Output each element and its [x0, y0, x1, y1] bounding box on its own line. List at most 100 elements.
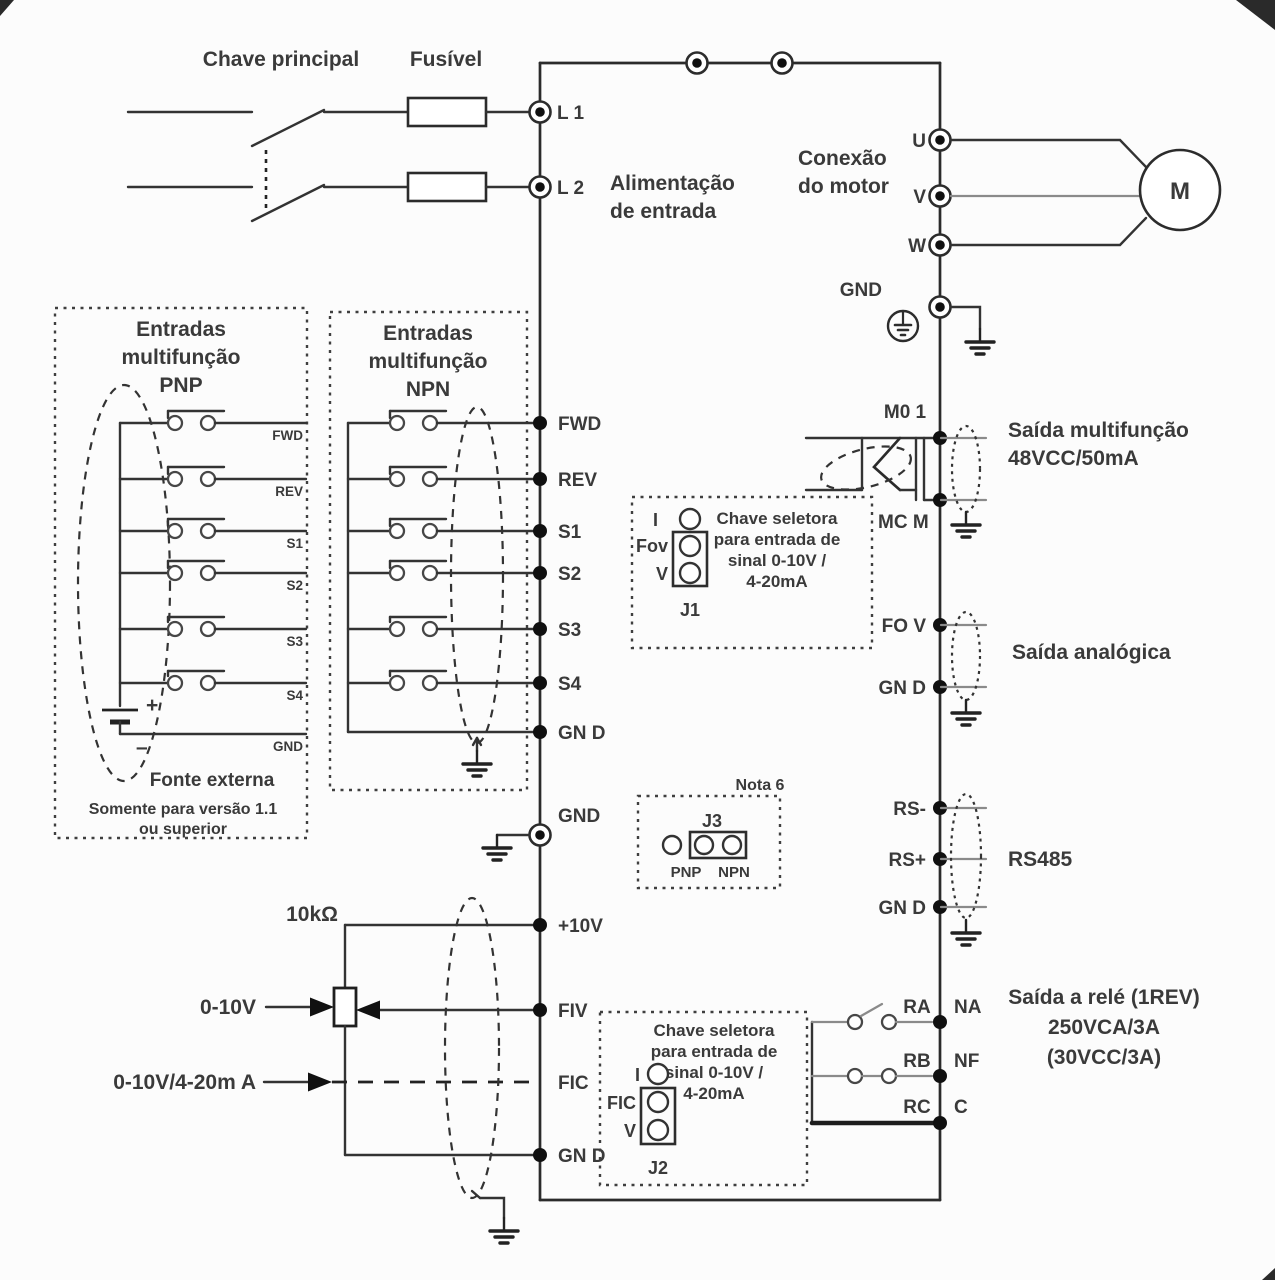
motor-icon: M	[1138, 148, 1222, 232]
j1-fov-label: Fov	[636, 536, 668, 556]
j3-selector-box: Nota 6 J3 PNP NPN	[636, 777, 785, 890]
terminal-u-label: U	[912, 131, 926, 152]
terminal-fic-label: FIC	[558, 1073, 589, 1094]
jumper-pin-icon	[721, 834, 743, 856]
voltage-range-label: 0-10V	[200, 996, 256, 1019]
terminal-fwd-label: FWD	[558, 414, 601, 435]
pnp-row-label: FWD	[272, 428, 303, 443]
relay-rc-label: RC	[903, 1097, 931, 1118]
j3-npn-label: NPN	[718, 864, 750, 881]
terminal-gnd-ring-icon	[528, 823, 552, 847]
jumper-cap-icon	[639, 1086, 677, 1146]
terminal-rs-plus-label: RS+	[889, 850, 927, 871]
terminal-s2-label: S2	[558, 564, 581, 585]
j3-note-label: Nota 6	[736, 777, 785, 794]
terminal-s3-label: S3	[558, 620, 581, 641]
digital-input-terminals: FWD REV S1 S2 S3 S4 GN D	[533, 414, 606, 744]
terminal-s4-label: S4	[558, 674, 582, 695]
j1-selector-box: I Fov V J1 Chave seletora para entrada d…	[630, 495, 874, 650]
pnp-title-line1: Entradas	[136, 318, 226, 341]
terminal-na-label: NA	[954, 997, 982, 1018]
pnp-row-label: REV	[275, 484, 303, 499]
terminal-v-icon	[928, 184, 952, 208]
bus-terminal-icon	[770, 51, 794, 75]
jumper-cap-icon	[688, 830, 748, 860]
pnp-note-line2: ou superior	[139, 821, 227, 838]
supply-label-line2: de entrada	[610, 200, 717, 223]
j1-desc-line2: para entrada de	[714, 530, 841, 549]
power-input-section: Chave principal Fusível L 1 L 2 Alimenta…	[126, 48, 735, 223]
pnp-inputs-box: Entradas multifunção PNP FWD REV	[53, 306, 309, 840]
j2-v-label: V	[624, 1121, 636, 1141]
terminal-s1-label: S1	[558, 522, 582, 543]
terminal-gnd-label: GN D	[879, 678, 927, 699]
j2-desc-line1: Chave seletora	[654, 1021, 775, 1040]
relay-output-label-line3: (30VCC/3A)	[1047, 1046, 1161, 1069]
shield-ellipse-icon	[939, 424, 988, 539]
open-collector-load-icon	[804, 436, 935, 502]
terminal-gnd-label: GN D	[558, 723, 606, 744]
terminal-l1-icon	[528, 100, 552, 124]
cable-shield-loop	[449, 405, 505, 745]
pnp-title-line3: PNP	[159, 374, 202, 397]
terminal-pe-label: GND	[840, 280, 882, 301]
j2-desc-line4: 4-20mA	[683, 1084, 744, 1103]
j1-desc-line3: sinal 0-10V /	[728, 551, 827, 570]
shield-ellipse-icon	[939, 792, 988, 947]
pnp-title-line2: multifunção	[122, 346, 241, 369]
analog-output-section: FO V GN D Saída analógica	[879, 610, 1171, 727]
terminal-nf-label: NF	[954, 1051, 979, 1072]
relay-contact-rb-icon	[810, 1067, 934, 1085]
analog-input-section: 10kΩ +10V 0-10V FIV 0-10V/4-20m A FIC GN…	[113, 896, 606, 1245]
terminal-l2-label: L 2	[557, 178, 584, 199]
npn-title-line2: multifunção	[369, 350, 488, 373]
battery-plus-label: +	[146, 694, 158, 717]
jumper-pin-icon	[661, 834, 683, 856]
terminal-10v-label: +10V	[558, 916, 603, 937]
pnp-row-label: GND	[273, 739, 303, 754]
ground-icon	[964, 327, 996, 356]
analog-output-label: Saída analógica	[1012, 641, 1171, 664]
terminal-fiv-label: FIV	[558, 1001, 588, 1022]
jumper-pin-icon	[678, 507, 702, 531]
terminal-fov-label: FO V	[882, 616, 927, 637]
terminal-mcm-label: MC M	[878, 512, 929, 533]
pnp-row-label: S4	[286, 688, 303, 703]
arrow-right-icon	[262, 1072, 332, 1092]
pnp-row-label: S1	[286, 536, 303, 551]
npn-title-line3: NPN	[406, 378, 450, 401]
battery-icon: + –	[102, 694, 158, 759]
gnd-ring-label: GND	[558, 806, 600, 827]
shield-drain-ground-icon	[470, 1189, 520, 1245]
relay-contact-ra-icon	[810, 1002, 934, 1031]
terminal-w-label: W	[908, 236, 926, 257]
relay-output-label-line2: 250VCA/3A	[1048, 1016, 1160, 1039]
cable-shield-loop	[443, 896, 501, 1200]
supply-label-line1: Alimentação	[610, 172, 735, 195]
pnp-row-label: S2	[286, 578, 303, 593]
motor-section-label-line2: do motor	[798, 175, 889, 198]
terminal-w-icon	[928, 233, 952, 257]
j2-desc-line3: sinal 0-10V /	[665, 1063, 764, 1082]
multi-output-label-line1: Saída multifunção	[1008, 419, 1189, 442]
pot-value-label: 10kΩ	[286, 903, 338, 926]
relay-output-section: RA NA RB NF RC C Saída a relé (1REV) 250…	[809, 986, 1200, 1130]
j2-desc-line2: para entrada de	[651, 1042, 778, 1061]
npn-title-line1: Entradas	[383, 322, 473, 345]
arrow-left-icon	[356, 1000, 535, 1020]
j2-name-label: J2	[648, 1158, 668, 1178]
j2-selector-box: Chave seletora para entrada de sinal 0-1…	[598, 1010, 809, 1187]
npn-inputs-box: Entradas multifunção NPN	[328, 310, 535, 792]
terminal-c-label: C	[954, 1097, 968, 1118]
pnp-note-line1: Somente para versão 1.1	[89, 801, 278, 818]
j3-pnp-label: PNP	[671, 864, 702, 881]
terminal-l1-label: L 1	[557, 103, 585, 124]
terminal-rev-label: REV	[558, 470, 597, 491]
relay-output-label-line1: Saída a relé (1REV)	[1008, 986, 1199, 1009]
shield-gnd-terminal: GND	[481, 806, 600, 862]
j2-fic-label: FIC	[607, 1093, 636, 1113]
fuse-icon	[322, 96, 531, 203]
